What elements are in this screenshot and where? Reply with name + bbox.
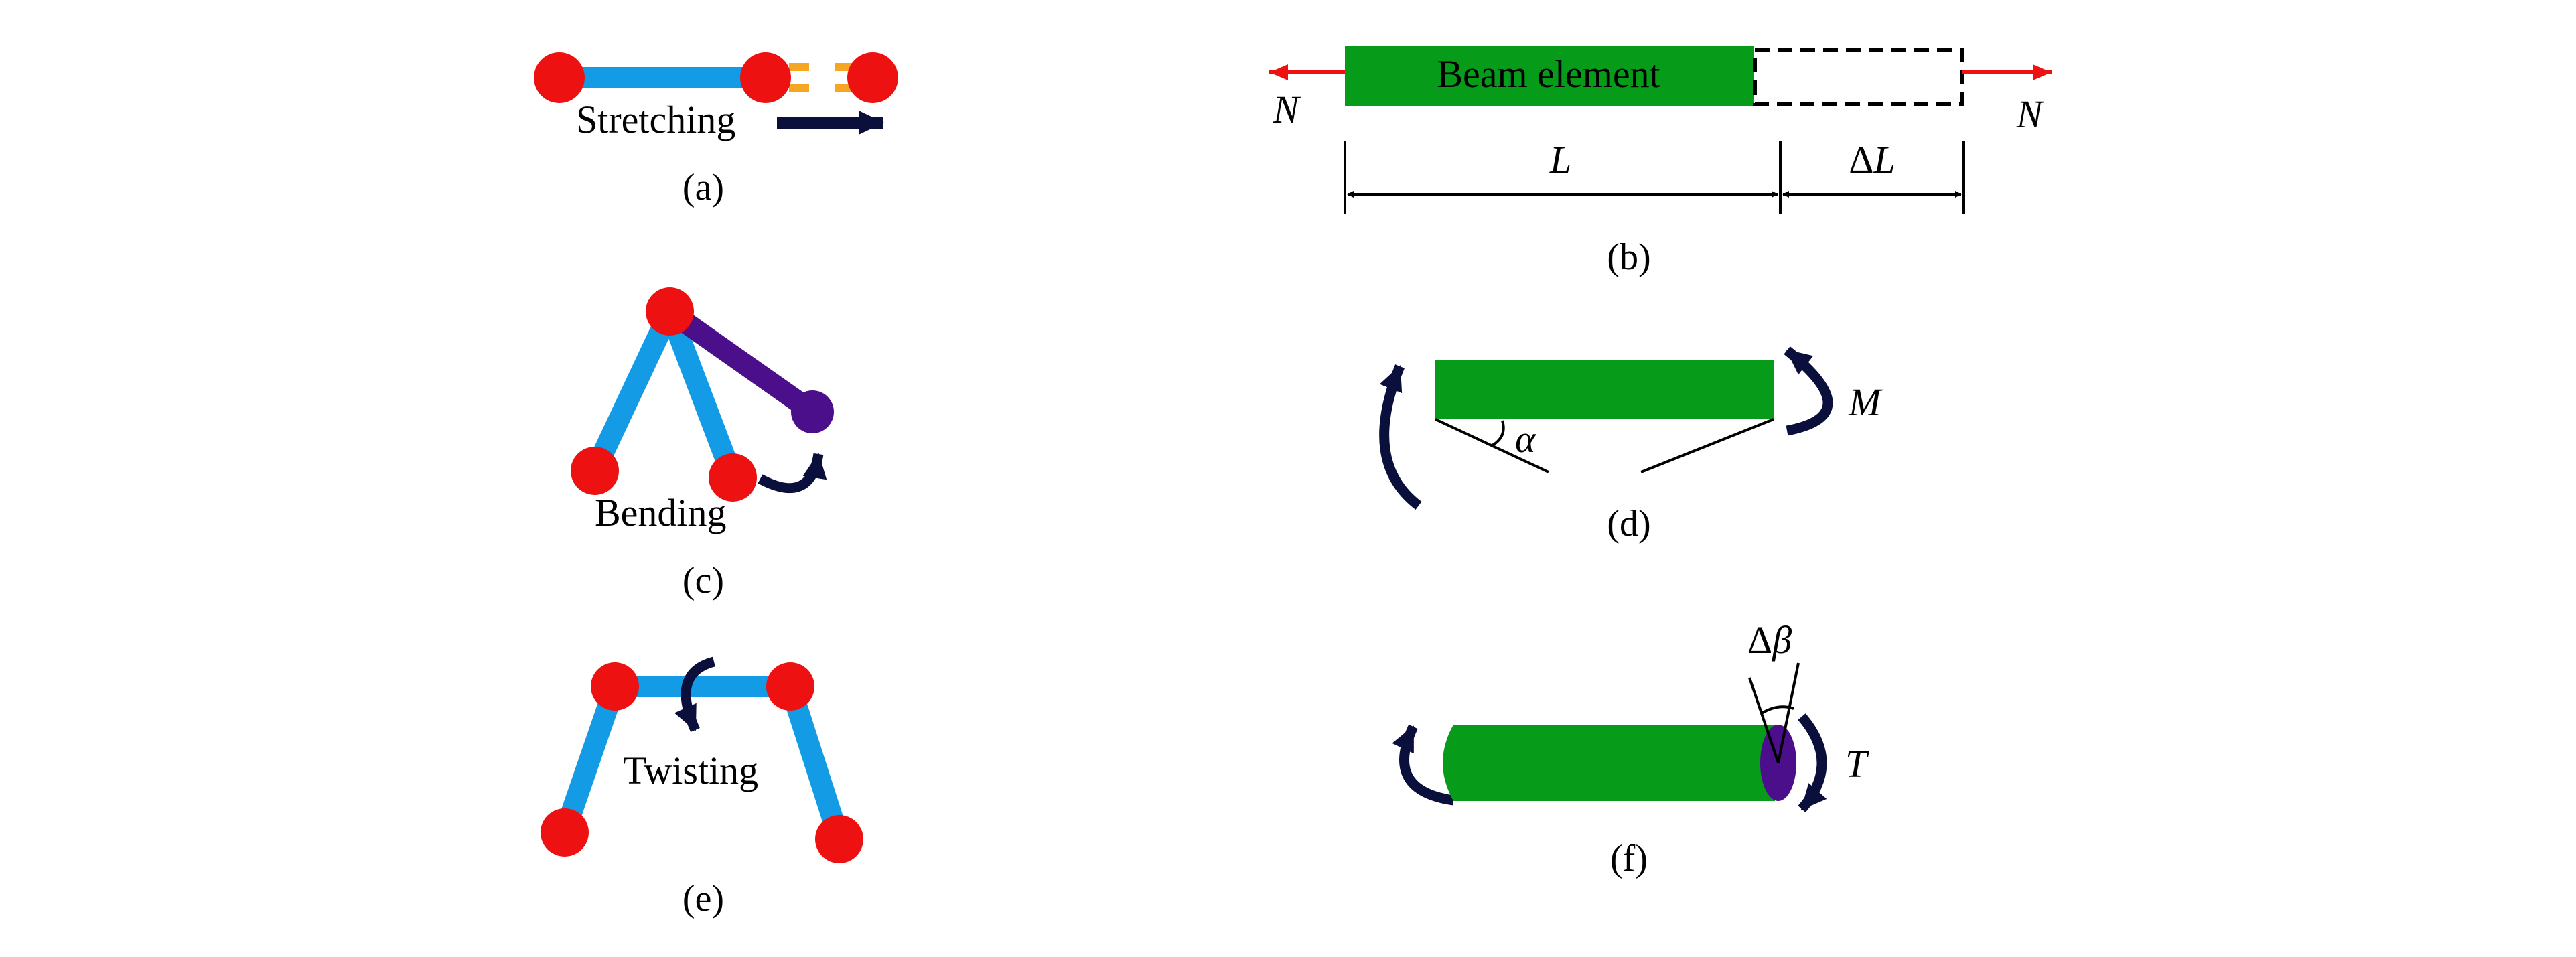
moment-arrow-right [1784, 346, 1833, 436]
panel-f: Δβ T (f) [1392, 618, 1869, 879]
length-label: L [1549, 138, 1571, 181]
bending-bond-left [585, 307, 680, 475]
caption-f: (f) [1610, 838, 1648, 879]
caption-b: (b) [1607, 236, 1650, 278]
twist-angle-arc [1760, 705, 1794, 715]
panel-e: Twisting (e) [541, 656, 863, 919]
atom-node [766, 662, 814, 711]
torque-arrow-right [1798, 713, 1827, 812]
reference-line-right [1640, 418, 1774, 473]
moment-m-label: M [1848, 380, 1883, 424]
beam-element-label: Beam element [1437, 52, 1660, 96]
moment-arrow-left [1379, 364, 1422, 510]
caption-d: (d) [1607, 503, 1650, 544]
force-n-right: N [2016, 92, 2045, 136]
force-n-left: N [1273, 88, 1301, 131]
twisting-bond-left [554, 682, 626, 836]
caption-c: (c) [683, 560, 724, 601]
twisting-rotation-arrow [674, 656, 716, 733]
atom-node [740, 52, 791, 103]
atom-node [815, 815, 863, 863]
beam-extension-outline [1753, 48, 1964, 106]
delta-length-label: ΔL [1849, 138, 1895, 181]
twisting-label: Twisting [623, 749, 758, 792]
torque-t-label: T [1845, 742, 1869, 786]
atom-node [571, 447, 619, 495]
stretching-label: Stretching [576, 98, 735, 141]
atom-node-displaced [847, 52, 898, 103]
panel-c: Bending (c) [571, 287, 834, 601]
twisting-beam [1443, 725, 1775, 801]
bending-rotation-arrow [758, 453, 827, 494]
bending-label: Bending [595, 491, 727, 534]
twist-reference-line-1 [1748, 677, 1780, 763]
caption-a: (a) [683, 167, 724, 208]
panel-b: Beam element N N L ΔL (b) [1269, 46, 2052, 278]
panel-a: Stretching (a) [534, 52, 898, 208]
atom-node-rotated [791, 390, 834, 433]
atom-node [541, 808, 589, 857]
bending-beam [1435, 360, 1774, 419]
angle-arc [1491, 420, 1505, 447]
atom-node [591, 662, 639, 711]
twisting-bond-right [780, 683, 850, 842]
bending-bond-right [660, 307, 743, 482]
reference-line-left [1435, 418, 1549, 473]
panel-d: α M (d) [1379, 346, 1883, 544]
bending-bond-rotated [663, 302, 819, 421]
atom-node [646, 287, 694, 336]
atom-node [709, 453, 757, 502]
twist-reference-line-2 [1777, 662, 1800, 763]
delta-beta-label: Δβ [1747, 618, 1792, 662]
caption-e: (e) [683, 878, 724, 919]
angle-alpha-label: α [1515, 417, 1536, 461]
beam-element [1345, 46, 1754, 106]
atom-node [534, 52, 585, 103]
torque-arrow-left [1392, 724, 1455, 806]
